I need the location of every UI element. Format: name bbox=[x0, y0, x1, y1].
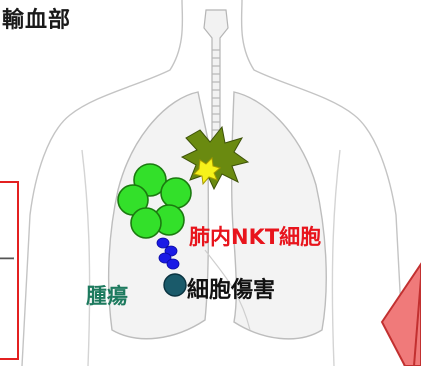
left-lung bbox=[231, 91, 327, 340]
cytotoxicity-label: 細胞傷害 bbox=[187, 278, 276, 303]
nkt-cell-cluster bbox=[117, 163, 192, 239]
torso-outline bbox=[21, 0, 405, 366]
tumor-label: 腫瘍 bbox=[86, 284, 128, 308]
tumor-cell bbox=[163, 273, 187, 297]
page-title: 輸血部 bbox=[2, 8, 72, 33]
nkt-cell-label: 肺内NKT細胞 bbox=[189, 225, 322, 249]
explosion-burst-icon bbox=[180, 125, 250, 191]
heart-outline bbox=[204, 249, 251, 331]
up-arrow-icon bbox=[380, 262, 421, 366]
box-text-fragment: ー bbox=[0, 247, 16, 271]
blue-cell-chain bbox=[156, 237, 180, 270]
nkt-cell bbox=[130, 207, 162, 239]
red-bordered-box: ー bbox=[0, 181, 19, 360]
nkt-cell bbox=[160, 177, 192, 209]
